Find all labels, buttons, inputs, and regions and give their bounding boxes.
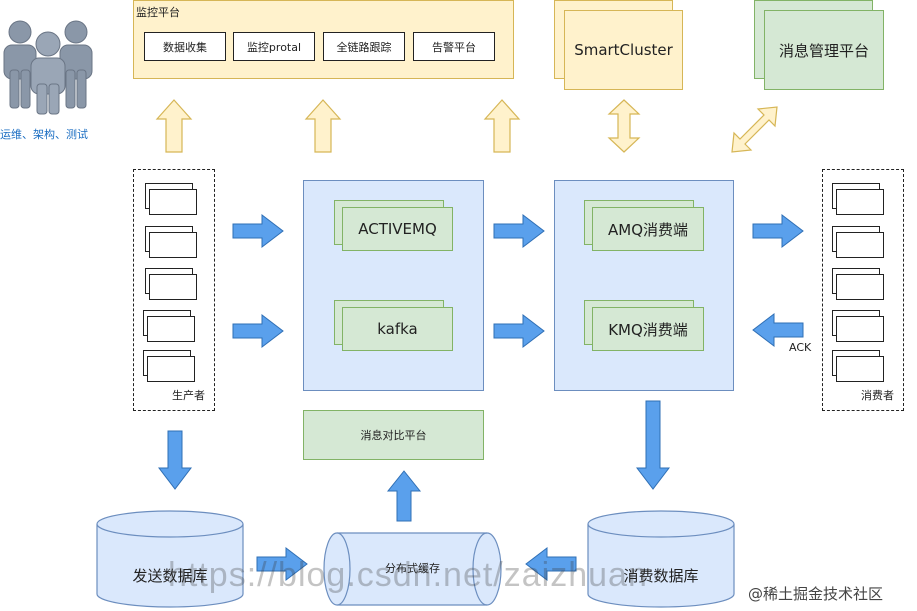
left-arrow-to-cache [525, 546, 577, 582]
monitor-item-data-collect[interactable]: 数据收集 [144, 32, 226, 61]
dist-cache-cylinder-icon [323, 532, 502, 606]
people-caption: 运维、架构、测试 [0, 128, 88, 141]
monitor-item-portal[interactable]: 监控protal [233, 32, 315, 61]
consumers-label: 消费者 [861, 389, 894, 402]
broker-kafka[interactable]: kafka [342, 307, 453, 351]
consumer-card-3[interactable] [836, 274, 884, 300]
producer-card-1[interactable] [149, 189, 197, 215]
down-arrow-producers [157, 430, 193, 490]
msg-mgmt-label: 消息管理平台 [778, 41, 869, 60]
double-arrow-vertical [607, 99, 641, 153]
send-db[interactable]: 发送数据库 [96, 552, 244, 598]
up-arrow-3 [483, 99, 521, 153]
consumer-card-5[interactable] [836, 356, 884, 382]
broker-kafka-label: kafka [377, 320, 418, 338]
consume-db[interactable]: 消费数据库 [587, 552, 735, 598]
right-arrow-to-cache [256, 546, 308, 582]
consume-db-label: 消费数据库 [623, 566, 699, 585]
up-arrow-2 [304, 99, 342, 153]
broker-activemq-label: ACTIVEMQ [358, 220, 437, 238]
double-arrow-diagonal [731, 106, 778, 153]
kmq-consumer[interactable]: KMQ消费端 [592, 307, 704, 351]
producer-card-3[interactable] [149, 274, 197, 300]
compare-platform[interactable]: 消息对比平台 [303, 410, 484, 460]
right-arrow-broker-bottom [493, 313, 545, 349]
amq-consumer[interactable]: AMQ消费端 [592, 207, 704, 251]
dist-cache-label: 分布式缓存 [385, 562, 440, 575]
kmq-consumer-label: KMQ消费端 [608, 320, 688, 339]
smart-cluster[interactable]: SmartCluster [564, 10, 683, 90]
right-arrow-broker-top [493, 213, 545, 249]
right-arrow-producer-bottom [232, 313, 284, 349]
watermark: https://blog.csdn.net/zaizhuan [168, 556, 648, 594]
consume-db-cylinder-icon [587, 510, 735, 608]
send-db-label: 发送数据库 [132, 566, 208, 585]
send-db-cylinder-icon [96, 510, 244, 608]
producer-card-4[interactable] [147, 316, 195, 342]
down-arrow-consumer-end [635, 400, 671, 490]
amq-consumer-label: AMQ消费端 [607, 220, 688, 239]
dist-cache[interactable]: 分布式缓存 [340, 548, 485, 588]
producer-card-2[interactable] [149, 232, 197, 258]
compare-platform-label: 消息对比平台 [360, 429, 427, 442]
broker-activemq[interactable]: ACTIVEMQ [342, 207, 453, 251]
monitor-item-alert[interactable]: 告警平台 [413, 32, 495, 61]
msg-mgmt-platform[interactable]: 消息管理平台 [764, 10, 884, 90]
monitor-platform-title: 监控平台 [136, 6, 180, 19]
up-arrow-cache [386, 470, 422, 522]
people-group-icon [0, 18, 100, 118]
smart-cluster-label: SmartCluster [574, 41, 673, 59]
producers-label: 生产者 [172, 389, 205, 402]
monitor-item-tracing[interactable]: 全链路跟踪 [323, 32, 405, 61]
consumer-card-4[interactable] [836, 316, 884, 342]
right-arrow-consumer-top [752, 213, 804, 249]
consumer-card-2[interactable] [836, 232, 884, 258]
monitor-platform: 监控平台 数据收集 监控protal 全链路跟踪 告警平台 [133, 0, 514, 79]
left-arrow-ack [752, 312, 804, 348]
consumer-card-1[interactable] [836, 189, 884, 215]
up-arrow-1 [155, 99, 193, 153]
credit-label: @稀土掘金技术社区 [748, 585, 884, 603]
producer-card-5[interactable] [147, 356, 195, 382]
ack-label: ACK [789, 341, 812, 354]
right-arrow-producer-top [232, 213, 284, 249]
